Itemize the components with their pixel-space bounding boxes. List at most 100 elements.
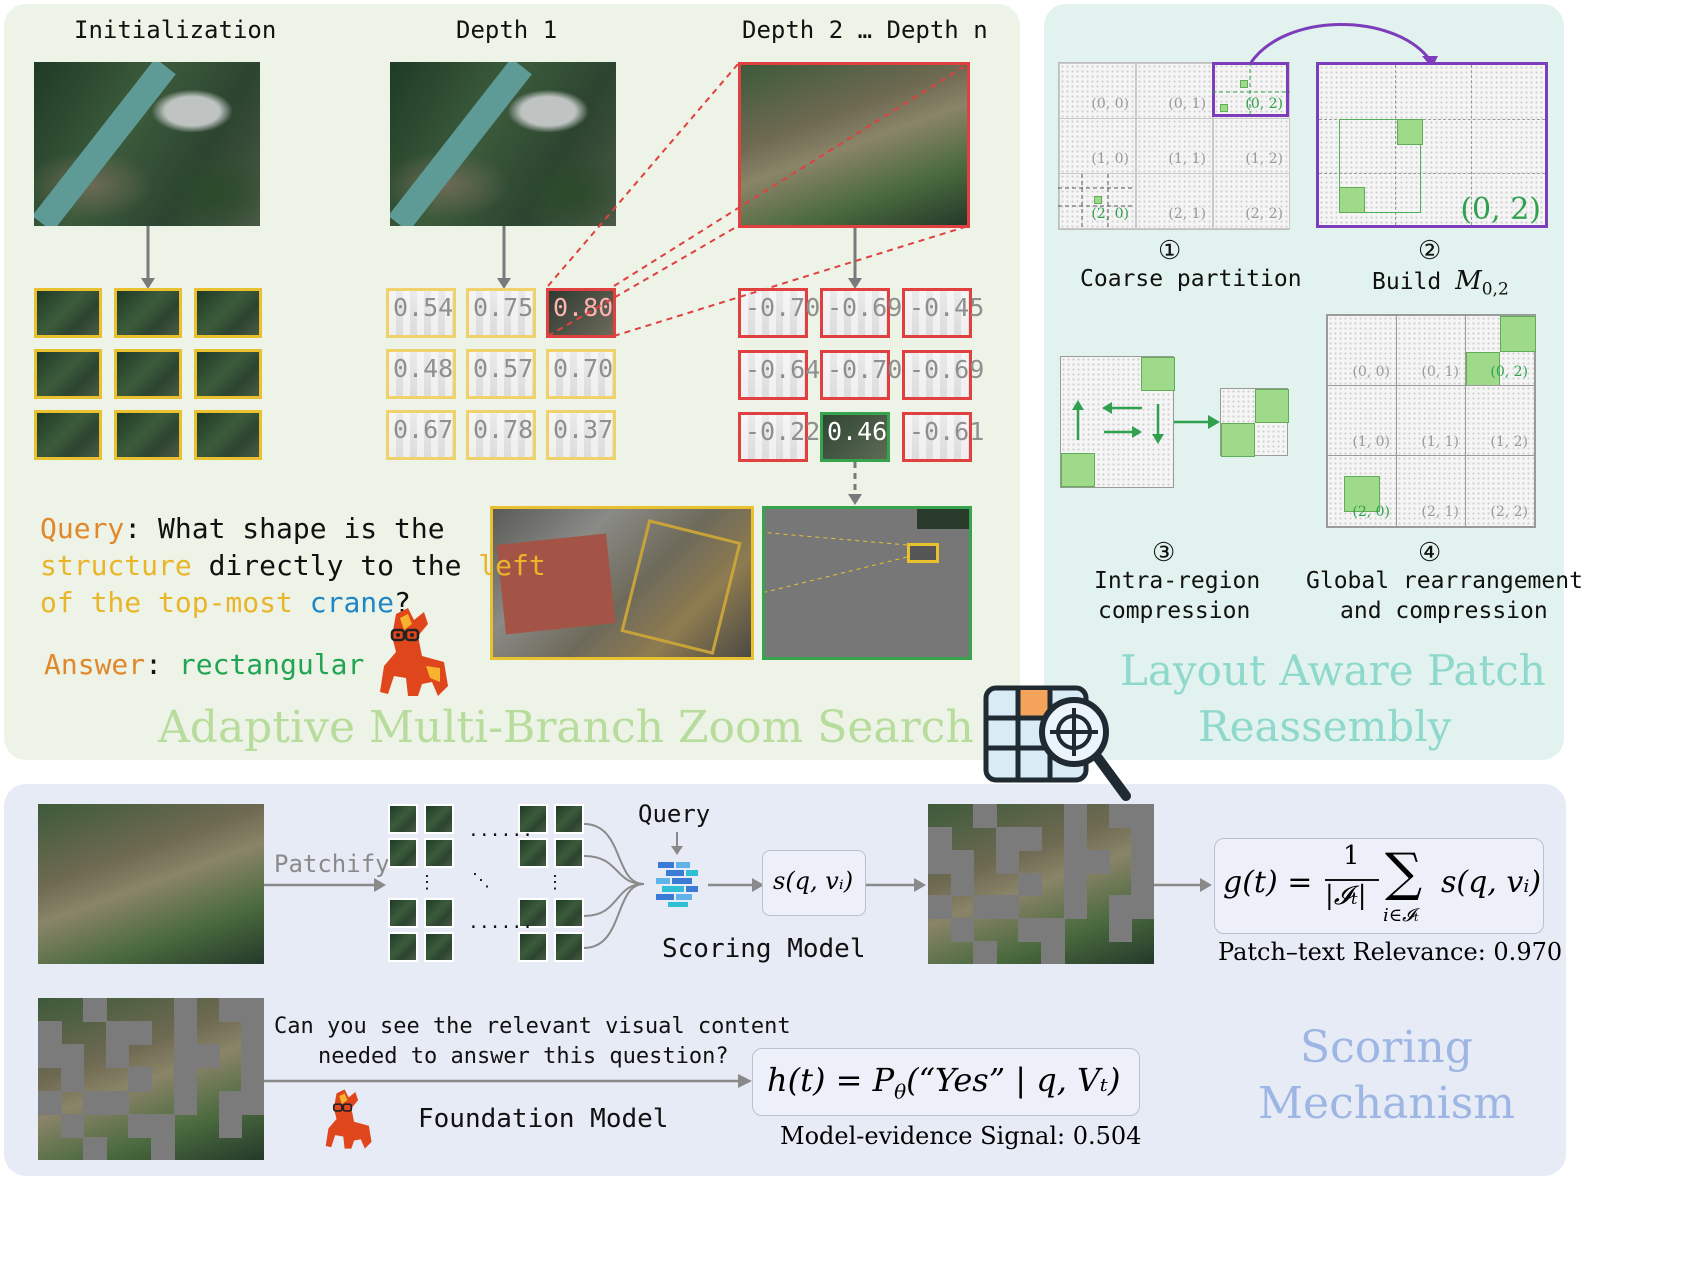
satellite-image-init xyxy=(34,62,260,226)
coarse-green-patch-2 xyxy=(1220,104,1228,112)
masked-block xyxy=(60,1113,85,1138)
masked-block xyxy=(1063,849,1088,874)
depth-1-score-value: 0.75 xyxy=(473,293,534,322)
step-2-number: ② xyxy=(1418,236,1442,266)
masked-block xyxy=(1108,804,1133,828)
global-cell: (1, 0) xyxy=(1327,385,1397,457)
build-region-box: (0, 2) xyxy=(1316,62,1548,228)
depth-n-score-tile: 0.46 xyxy=(820,412,890,462)
masked-block xyxy=(1041,941,1065,964)
query-line-1: Query: What shape is the xyxy=(40,512,445,545)
masked-block xyxy=(83,1090,107,1115)
query-label-bottom: Query xyxy=(638,800,711,828)
coarse-cell: (0, 1) xyxy=(1136,63,1213,119)
coarse-cell: (1, 2) xyxy=(1213,118,1290,174)
scoring-model-label: Scoring Model xyxy=(662,934,866,964)
global-cell-label: (0, 1) xyxy=(1421,364,1459,380)
answer-value: rectangular xyxy=(178,648,365,681)
coarse-cell-label: (0, 2) xyxy=(1245,96,1283,112)
init-tile xyxy=(194,410,262,460)
patch-tile xyxy=(424,898,454,928)
masked-block xyxy=(241,998,264,1023)
query-line-2: structure directly to the left xyxy=(40,549,546,582)
scoring-model-icon xyxy=(656,862,698,907)
score-formula-box: s(q, vᵢ) xyxy=(762,850,866,916)
masked-block xyxy=(38,1021,62,1046)
global-cell: (2, 1) xyxy=(1396,455,1466,527)
patch-search-icon xyxy=(983,685,1131,801)
query-label: Query xyxy=(40,512,125,545)
global-cell-label: (1, 2) xyxy=(1490,434,1528,450)
depth-n-score-value: -0.64 xyxy=(745,355,821,384)
depth-1-score-tile: 0.70 xyxy=(546,349,616,399)
h-formula-subscript: θ xyxy=(894,1079,907,1104)
masked-block xyxy=(241,1090,264,1115)
init-tile xyxy=(34,288,102,338)
depth-n-score-tile: -0.22 xyxy=(738,412,820,462)
step-1-number: ① xyxy=(1158,236,1182,266)
coarse-cell-label: (0, 0) xyxy=(1091,96,1129,112)
answer-separator: : xyxy=(145,648,163,681)
reassembly-title-line-2: Reassembly xyxy=(1198,702,1452,751)
masked-patch-image xyxy=(928,804,1154,964)
init-tile xyxy=(114,288,182,338)
masked-block xyxy=(173,998,198,1023)
depth-n-score-tile: -0.70 xyxy=(820,350,902,400)
question-line-1: Can you see the relevant visual content xyxy=(274,1014,791,1039)
patch-tile xyxy=(518,804,548,834)
coarse-cell: (1, 1) xyxy=(1136,118,1213,174)
step-2-subscript: 0,2 xyxy=(1481,279,1509,300)
patch-tile xyxy=(424,804,454,834)
masked-block xyxy=(1041,918,1065,943)
global-cell-label: (2, 2) xyxy=(1490,504,1528,520)
scoring-title-line-2: Mechanism xyxy=(1258,1078,1516,1129)
intra-region-arrows xyxy=(1072,400,1164,444)
coarse-cell-label: (1, 1) xyxy=(1168,151,1206,167)
input-satellite-image xyxy=(38,804,264,964)
depth-n-score-value: -0.61 xyxy=(909,417,985,446)
depth-1-score-value: 0.37 xyxy=(553,415,614,444)
coarse-cell-label: (2, 0) xyxy=(1091,206,1129,222)
coarse-green-patch-1 xyxy=(1240,80,1248,88)
masked-block xyxy=(1018,872,1042,897)
depth-1-score-value: 0.80 xyxy=(553,293,614,322)
depth-n-score-value: -0.70 xyxy=(827,355,903,384)
step-4-label-line-1: Global rearrangement xyxy=(1306,568,1583,594)
patch-tile xyxy=(388,804,418,834)
step-2-prefix: Build xyxy=(1372,269,1456,295)
step-2-label: Build M0,2 xyxy=(1372,266,1509,300)
zoomed-result-image xyxy=(490,506,754,660)
coarse-cell: (1, 0) xyxy=(1059,118,1136,174)
down-arrow-init xyxy=(141,226,155,289)
masked-block xyxy=(973,895,997,920)
coarse-dashed-subgrid xyxy=(1058,62,1290,228)
g-formula-denominator: |𝓘ₜ| xyxy=(1325,881,1367,911)
depth-1-score-value: 0.57 xyxy=(473,354,534,383)
masked-block xyxy=(38,1090,62,1115)
h-formula-lhs: h(t) = P xyxy=(767,1061,895,1099)
global-cell: (2, 0) xyxy=(1327,455,1397,527)
masked-result-image xyxy=(762,506,972,660)
global-rearrangement-grid: (0, 0)(0, 1)(0, 2)(1, 0)(1, 1)(1, 2)(2, … xyxy=(1326,314,1536,528)
masked-block xyxy=(173,1021,198,1046)
depth-1-score-value: 0.78 xyxy=(473,415,534,444)
global-cell: (1, 1) xyxy=(1396,385,1466,457)
masked-block xyxy=(1086,849,1110,874)
g-formula-box: g(t) = 1 |𝓘ₜ| ∑ i∈𝓘ₜ s(q, vᵢ) xyxy=(1214,838,1544,934)
step-3-number: ③ xyxy=(1152,538,1176,568)
depth-1-score-tile: 0.37 xyxy=(546,410,616,460)
step-4-number: ④ xyxy=(1418,538,1442,568)
dots-horizontal-top: ...... xyxy=(468,820,534,841)
g-formula-lhs: g(t) = xyxy=(1223,865,1313,900)
patch-tile xyxy=(388,898,418,928)
coarse-cell-label: (1, 0) xyxy=(1091,151,1129,167)
depth-1-score-value: 0.67 xyxy=(393,415,454,444)
dots-diagonal: ⋱ xyxy=(472,870,490,891)
depth-1-score-tile: 0.48 xyxy=(386,349,456,399)
masked-block xyxy=(173,1067,198,1092)
patch-tile xyxy=(554,898,584,928)
zoom-lines xyxy=(547,63,969,337)
patch-tile xyxy=(554,932,584,962)
dots-vertical-right: ⋮ xyxy=(546,872,564,893)
depth-n-score-value: -0.22 xyxy=(745,417,821,446)
